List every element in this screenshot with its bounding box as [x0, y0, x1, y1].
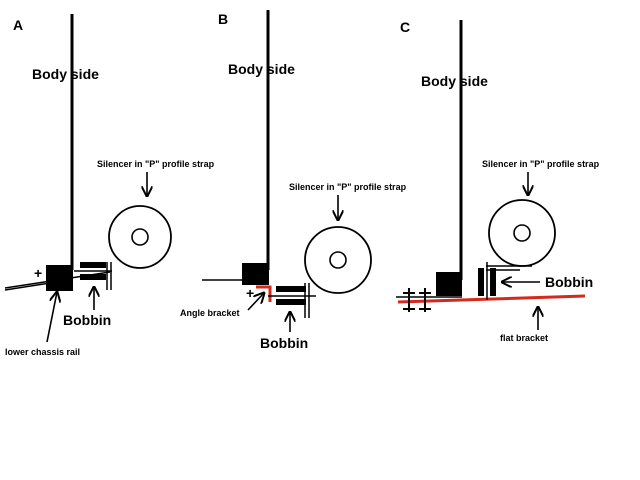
panel-c-letter: C: [400, 19, 410, 35]
panel-b-body-side-label: Body side: [228, 61, 295, 77]
panel-c-bracket-label: flat bracket: [500, 333, 548, 343]
panel-b: B Body side + Silencer in "P" profile st…: [180, 10, 407, 351]
panel-c-body-side-label: Body side: [421, 73, 488, 89]
panel-c-bolt-left: [403, 288, 415, 312]
panel-a-bobbin-bottom: [80, 274, 106, 280]
panel-c-silencer-core: [513, 224, 531, 242]
panel-c-bobbin-right: [490, 268, 496, 296]
panel-b-silencer-label: Silencer in "P" profile strap: [289, 182, 407, 192]
panel-b-chassis-rail-block: [242, 263, 269, 285]
panel-a-silencer-core: [131, 228, 149, 246]
panel-b-bobbin-top: [276, 286, 306, 292]
panel-a-bobbin-top: [80, 262, 106, 268]
panel-a: A Body side + Silencer in "P" profile st…: [4, 14, 215, 357]
panel-b-silencer: [304, 226, 372, 294]
panel-b-bracket-label: Angle bracket: [180, 308, 240, 318]
panel-b-angle-bracket: [256, 285, 272, 302]
panel-b-bobbin-bottom: [276, 299, 306, 305]
panel-a-letter: A: [13, 17, 23, 33]
panel-c-flat-bracket: [397, 294, 586, 304]
panel-c: C Body side Silencer in "P" profile stra…: [396, 19, 600, 343]
panel-a-chassis-rail-block: [46, 265, 73, 291]
panel-a-bobbin-label: Bobbin: [63, 312, 111, 328]
panel-b-bobbin-label: Bobbin: [260, 335, 308, 351]
panel-a-plus-mark: +: [34, 265, 42, 281]
panel-c-bobbin-label: Bobbin: [545, 274, 593, 290]
panel-a-rail-line-lower: [4, 282, 51, 291]
panel-c-silencer-label: Silencer in "P" profile strap: [482, 159, 600, 169]
panel-b-silencer-core: [329, 251, 347, 269]
panel-b-plus-mark: +: [246, 285, 254, 301]
panel-a-silencer-label: Silencer in "P" profile strap: [97, 159, 215, 169]
panel-c-chassis-rail-block: [436, 272, 462, 296]
panel-a-silencer: [108, 205, 172, 269]
panel-b-bracket-arrow: [247, 293, 264, 311]
panel-a-rail-arrow: [46, 292, 57, 343]
panel-b-letter: B: [218, 11, 228, 27]
panel-b-p-strap: [304, 283, 310, 318]
panel-a-p-strap: [106, 262, 112, 290]
panel-c-bobbin-left: [478, 268, 484, 296]
panel-a-rail-label: lower chassis rail: [5, 347, 80, 357]
panel-c-silencer: [488, 199, 556, 267]
panel-a-body-side-label: Body side: [32, 66, 99, 82]
panel-c-bolt-right: [419, 288, 431, 312]
